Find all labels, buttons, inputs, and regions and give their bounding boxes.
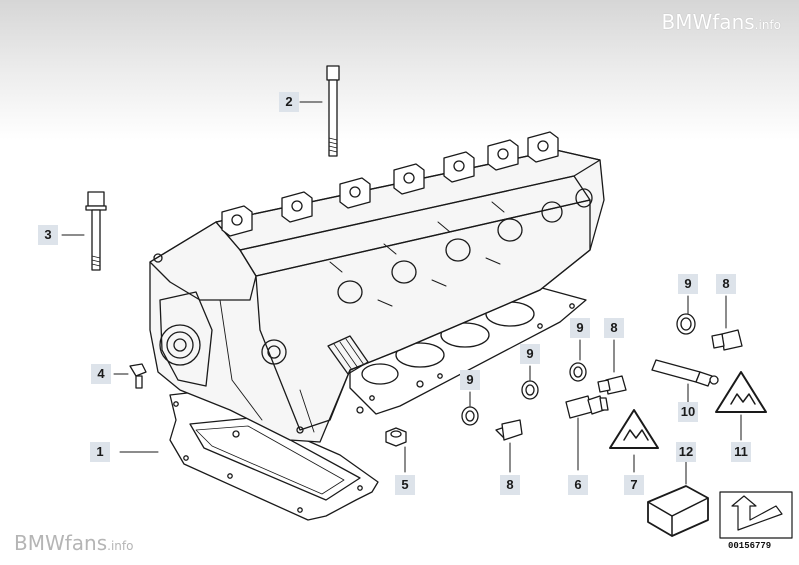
callout-12: 12: [676, 442, 696, 462]
brand-suffix-top: .info: [754, 18, 781, 32]
cylinder-head: [149, 149, 605, 443]
screw-plugs-part-8: [495, 329, 743, 441]
head-bolt-part-3: [85, 191, 107, 271]
reference-box: [719, 491, 793, 539]
brand-watermark-bottom: BMWfans.info: [14, 531, 133, 555]
seal-rings-part-9: [461, 313, 696, 426]
brand-watermark-top: BMWfans.info: [662, 10, 781, 34]
gasket-part-1: [169, 391, 379, 521]
bolt-part-4: [129, 363, 147, 389]
brand-suffix-bottom: .info: [107, 539, 134, 553]
brand-name-bottom: BMWfans: [14, 531, 108, 555]
sender-part-10: [651, 359, 719, 387]
callout-8-bottom: 8: [500, 475, 520, 495]
sealant-symbol-part-11: [715, 371, 767, 413]
bearing-caps: [221, 131, 559, 237]
callout-9-lower: 9: [460, 370, 480, 390]
leader-lines: [61, 101, 742, 485]
head-bolt-part-2: [326, 65, 340, 157]
nut-part-5: [385, 427, 407, 447]
sealant-block-part-12: [647, 485, 709, 537]
sealant-symbol-part-7: [609, 409, 659, 449]
callout-9-upper: 9: [570, 318, 590, 338]
callout-1: 1: [90, 442, 110, 462]
brand-name-top: BMWfans: [661, 10, 755, 34]
callout-4: 4: [91, 364, 111, 384]
callout-11: 11: [731, 442, 751, 462]
callout-9-middle: 9: [520, 344, 540, 364]
callout-8-right: 8: [716, 274, 736, 294]
callout-9-right: 9: [678, 274, 698, 294]
callout-2: 2: [279, 92, 299, 112]
callout-3: 3: [38, 225, 58, 245]
callout-10: 10: [678, 402, 698, 422]
callout-8-middle: 8: [604, 318, 624, 338]
studs: [329, 201, 505, 307]
callout-7: 7: [624, 475, 644, 495]
callout-5: 5: [395, 475, 415, 495]
callout-6: 6: [568, 475, 588, 495]
sensor-part-6: [565, 395, 609, 419]
diagram-id-label: 00156779: [728, 541, 772, 551]
